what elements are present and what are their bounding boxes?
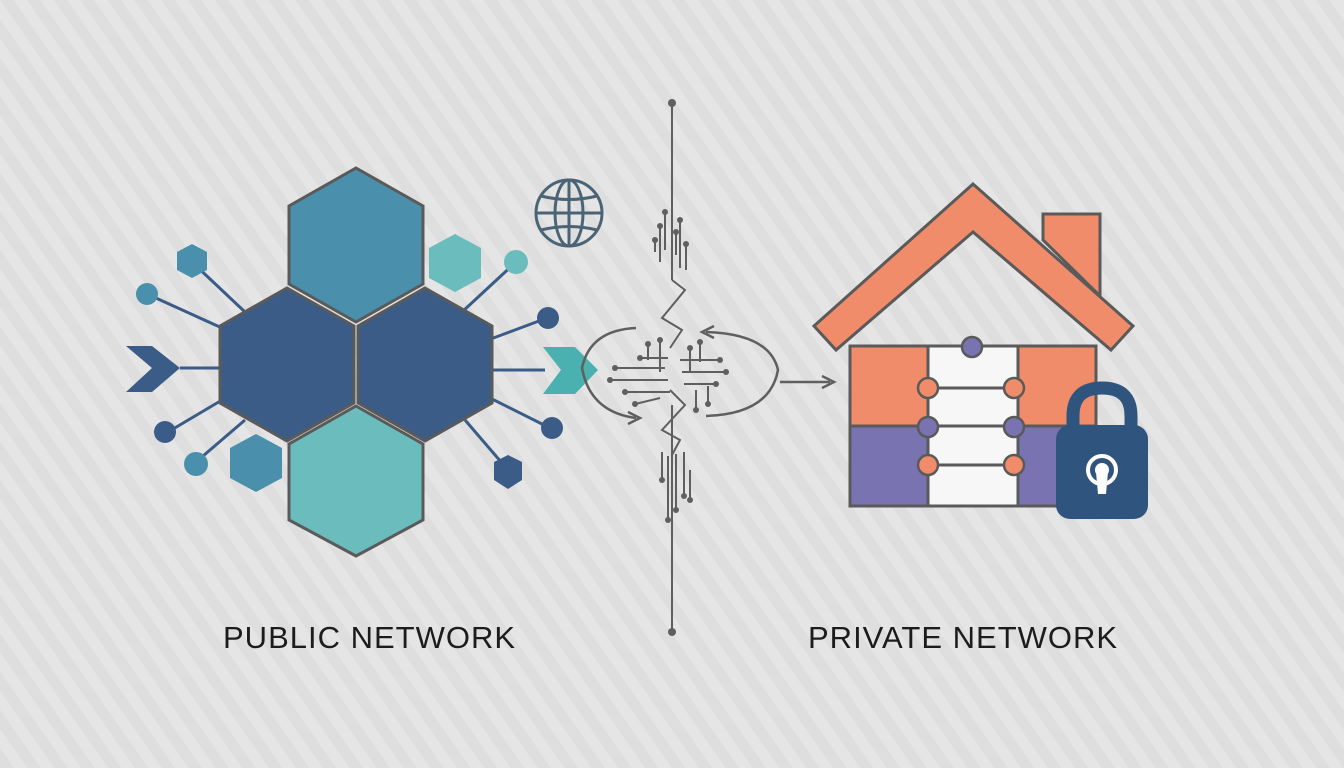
node-hexagon: [494, 455, 522, 489]
globe-icon: [534, 178, 604, 248]
node-dot: [154, 421, 176, 443]
hexagon-top: [287, 166, 425, 324]
network-divider: [580, 99, 837, 636]
hexagon-right: [356, 286, 494, 443]
small-hexagon: [429, 234, 481, 292]
private-network-label: PRIVATE NETWORK: [808, 620, 1119, 655]
circuit-nodes: [607, 209, 729, 523]
public-network-label: PUBLIC NETWORK: [223, 620, 517, 655]
small-hexagon: [230, 434, 282, 492]
node-dot: [136, 283, 158, 305]
node-dot: [504, 250, 528, 274]
public-network-cluster: [126, 166, 598, 558]
node-dot: [537, 307, 559, 329]
hexagon-bottom: [287, 404, 425, 558]
padlock-icon: [1056, 381, 1148, 519]
node-dot: [184, 452, 208, 476]
node-hexagon: [177, 244, 207, 278]
chevron-arrow-icon: [126, 346, 180, 392]
hexagon-left: [218, 286, 356, 443]
node-dot: [541, 417, 563, 439]
